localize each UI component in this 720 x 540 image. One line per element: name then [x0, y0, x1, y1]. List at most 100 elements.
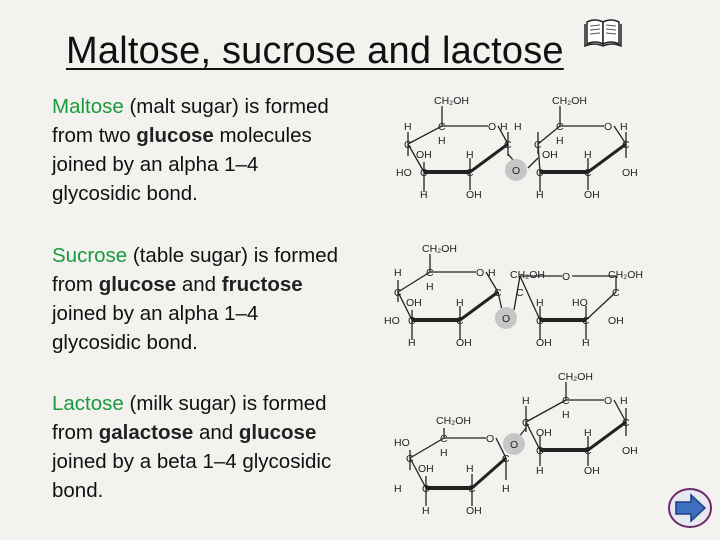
atom-label: C: [536, 315, 544, 327]
maltose-term: Maltose: [52, 95, 124, 118]
atom-label: H: [440, 447, 448, 459]
atom-label: H: [488, 267, 496, 279]
maltose-structure: CH₂OH CH₂OH C O H H C OH H H C HO C C H …: [396, 95, 638, 201]
atom-label: C: [522, 417, 530, 429]
atom-label: H: [456, 297, 464, 309]
atom-label: OH: [608, 315, 624, 327]
atom-label: C: [404, 139, 412, 151]
m1-ch2oh-1: CH₂OH: [434, 95, 469, 107]
atom-label: OH: [466, 189, 482, 201]
atom-label: C: [440, 433, 448, 445]
maltose-description: Maltose (malt sugar) is formed from two …: [52, 92, 352, 208]
atom-label: O: [476, 267, 484, 279]
atom-label: HO: [396, 167, 412, 179]
sucrose-term: Sucrose: [52, 244, 128, 267]
atom-label: C: [466, 167, 474, 179]
atom-label: H: [426, 281, 434, 293]
atom-label: CH₂OH: [436, 415, 471, 427]
atom-label: H: [500, 121, 508, 133]
sucrose-structure: CH₂OH CH₂OH CH₂OH C O H H C OH H H C HO …: [384, 243, 643, 349]
atom-label: O: [604, 395, 612, 407]
atom-label: OH: [536, 427, 552, 439]
lactose-term: Lactose: [52, 392, 124, 415]
atom-label: H: [522, 395, 530, 407]
atom-label: C: [516, 287, 524, 299]
atom-label: H: [438, 135, 446, 147]
atom-label: C: [504, 139, 512, 151]
atom-label: C: [406, 453, 414, 465]
atom-label: H: [556, 135, 564, 147]
atom-label: O: [486, 433, 494, 445]
atom-label: H: [408, 337, 416, 349]
atom-label: C: [562, 395, 570, 407]
atom-label: C: [456, 315, 464, 327]
atom-label: OH: [584, 189, 600, 201]
sucrose-fructose-term: fructose: [221, 273, 303, 296]
atom-label: H: [420, 189, 428, 201]
maltose-text-1: (malt sugar) is formed from two: [52, 95, 329, 147]
atom-label: C: [536, 445, 544, 457]
atom-label: H: [514, 121, 522, 133]
atom-label: H: [620, 121, 628, 133]
lactose-text-3: joined by a beta 1–4 glycosidic bond.: [52, 450, 332, 502]
atom-label: H: [404, 121, 412, 133]
atom-label: C: [422, 483, 430, 495]
atom-label: O: [562, 271, 570, 283]
atom-label: C: [622, 139, 630, 151]
atom-label: OH: [622, 167, 638, 179]
sucrose-text-3: joined by an alpha 1–4 glycosidic bond.: [52, 302, 259, 354]
atom-label: OH: [584, 465, 600, 477]
atom-label: H: [394, 267, 402, 279]
atom-label: H: [536, 465, 544, 477]
next-arrow-icon[interactable]: [667, 486, 713, 530]
atom-label: CH₂OH: [558, 371, 593, 383]
atom-label: C: [494, 287, 502, 299]
atom-label: C: [408, 315, 416, 327]
atom-label: HO: [384, 315, 400, 327]
atom-label: H: [582, 337, 590, 349]
lactose-description: Lactose (milk sugar) is formed from gala…: [52, 389, 352, 505]
atom-label: C: [438, 121, 446, 133]
sucrose-text-2: and: [176, 273, 222, 296]
atom-label: H: [466, 463, 474, 475]
atom-label: OH: [542, 149, 558, 161]
atom-label: CH₂OH: [422, 243, 457, 255]
lactose-glucose-term: glucose: [238, 421, 317, 444]
atom-label: H: [584, 149, 592, 161]
atom-label: CH₂OH: [510, 269, 545, 281]
atom-label: H: [620, 395, 628, 407]
atom-label: C: [502, 453, 510, 465]
atom-label: C: [556, 121, 564, 133]
sucrose-text-1: (table sugar) is formed from: [52, 244, 338, 296]
atom-label: C: [584, 445, 592, 457]
atom-label: O: [512, 165, 520, 177]
atom-label: H: [502, 483, 510, 495]
slide-title: Maltose, sucrose and lactose: [66, 30, 564, 72]
atom-label: HO: [394, 437, 410, 449]
atom-label: HO: [572, 297, 588, 309]
atom-label: C: [582, 315, 590, 327]
atom-label: CH₂OH: [608, 269, 643, 281]
sucrose-description: Sucrose (table sugar) is formed from glu…: [52, 241, 352, 357]
atom-label: C: [536, 167, 544, 179]
atom-label: H: [562, 409, 570, 421]
atom-label: H: [466, 149, 474, 161]
atom-label: O: [510, 439, 518, 451]
atom-label: C: [420, 167, 428, 179]
lactose-galactose-term: galactose: [98, 421, 194, 444]
atom-label: OH: [418, 463, 434, 475]
maltose-glucose-term: glucose: [136, 124, 214, 147]
atom-label: C: [584, 167, 592, 179]
atom-label: H: [422, 505, 430, 517]
m1-ch2oh-2: CH₂OH: [552, 95, 587, 107]
atom-label: C: [612, 287, 620, 299]
lactose-structure: CH₂OH CH₂OH HO H C H O H C OH H C C C OH…: [394, 371, 638, 517]
atom-label: O: [488, 121, 496, 133]
atom-label: OH: [456, 337, 472, 349]
atom-label: H: [536, 297, 544, 309]
atom-label: C: [622, 417, 630, 429]
atom-label: O: [502, 313, 510, 325]
book-icon: [584, 19, 622, 48]
sucrose-glucose-term: glucose: [98, 273, 177, 296]
